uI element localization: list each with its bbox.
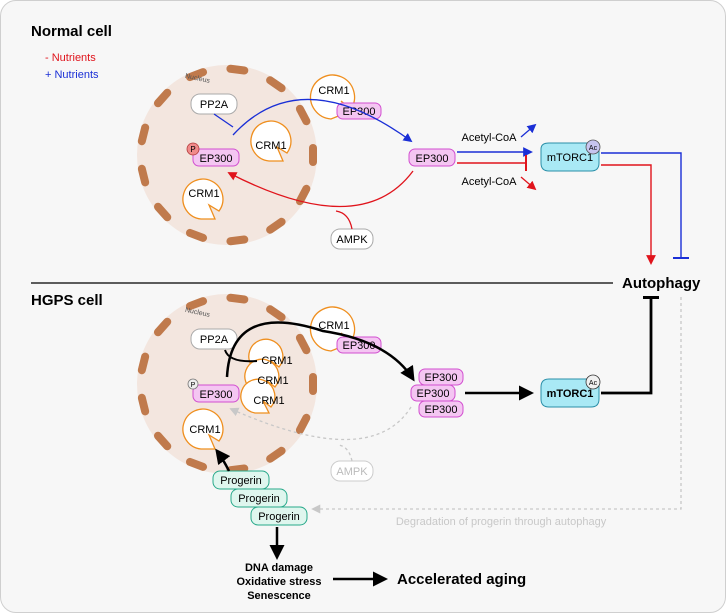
hgps-lamina-segment [185,297,208,311]
hgps-phospho-badge [187,378,199,390]
hgps-ep300-nucleus-label: EP300 [199,389,232,401]
outcome-dna-damage: DNA damage [245,562,313,574]
normal-lamina-segment [295,184,311,206]
hgps-pp2a-box [190,328,238,350]
hgps-cell-title: HGPS cell [31,292,103,309]
hgps-lamina-segment [137,393,150,416]
hgps-mtorc1-label: mTORC1 [547,388,594,400]
hgps-crm1-stack-3: CRM1 [253,395,284,407]
normal-lamina-segment [153,88,172,108]
normal-ep300-cyto-box [408,148,456,167]
hgps-ep300-stack-1: EP300 [424,372,457,384]
normal-ac-label: Ac [589,145,598,152]
hgps-ampk-label: AMPK [336,466,368,478]
hgps-crm1-side [182,408,224,450]
normal-mtorc1-activate-autophagy [601,164,656,265]
hgps-lamina-segment [226,293,249,304]
normal-lamina-segment [226,64,249,75]
normal-ac-badge [585,139,601,155]
normal-mtorc1-inhibit-autophagy [601,152,689,259]
normal-import-arrow [227,170,414,208]
normal-phospho-badge [186,142,200,156]
hgps-pp2a-label: PP2A [200,334,229,346]
legend-minus-nutrients: - Nutrients [45,52,96,64]
hgps-lamina-segment [266,305,286,322]
normal-crm1-top-label: CRM1 [318,85,349,97]
hgps-mtorc1-inhibit-autophagy [601,296,659,395]
hgps-lamina-segment [185,457,208,471]
hgps-crm1-stack-1: CRM1 [261,355,292,367]
normal-phospho-label: P [190,145,195,154]
normal-crm1-nucleus-2 [182,178,224,220]
hgps-ac-label: Ac [589,380,598,387]
normal-ampk-label: AMPK [336,234,368,246]
outcome-senescence: Senescence [247,590,311,602]
normal-pp2a-link [213,113,234,128]
normal-ampk-link [335,210,353,230]
acetyl-coa-down-arrow [520,176,537,191]
normal-ep300-nucleus-label: EP300 [199,153,232,165]
hgps-nucleus [137,293,317,475]
hgps-ac-badge [585,374,601,390]
normal-lamina-segment [266,217,286,234]
normal-mtorc1-label: mTORC1 [547,152,593,164]
progerin-stack [212,470,308,526]
hgps-lamina-segment [153,431,172,451]
normal-lamina-segment [266,76,286,93]
normal-crm1-nucleus-1-label: CRM1 [255,140,286,152]
normal-lamina-segment [309,144,317,166]
hgps-crm1-stack-2: CRM1 [257,375,288,387]
hgps-crm1-side-label: CRM1 [189,424,220,436]
hgps-ampk-link [338,444,353,462]
hgps-ep300-stack [410,368,464,418]
hgps-lamina-segment [295,333,311,355]
hgps-phospho-label: P [191,382,196,389]
normal-crm1-nucleus-2-label: CRM1 [188,188,219,200]
progerin-3: Progerin [258,511,300,523]
hgps-crm1-stack [240,338,284,414]
progerin-crm1-arrow [215,448,231,472]
normal-lamina-segment [295,104,311,126]
hgps-lamina-segment [266,446,286,463]
normal-ep300-nucleus-box [192,148,240,167]
acetyl-coa-up-label: Acetyl-CoA [461,132,517,144]
hgps-ep300-stack-3: EP300 [424,404,457,416]
outcome-oxidative-stress: Oxidative stress [237,576,322,588]
normal-cell-title: Normal cell [31,23,112,40]
autophagy-label: Autophagy [622,275,701,292]
hgps-ep300-nucleus-box [192,384,240,403]
normal-lamina-segment [137,164,150,187]
accelerated-aging-label: Accelerated aging [397,571,526,588]
normal-ep300-cyto-label: EP300 [415,153,448,165]
progerin-2: Progerin [238,493,280,505]
legend-plus-nutrients: + Nutrients [45,69,99,81]
hgps-ep300-top-label: EP300 [342,340,375,352]
degradation-arrow [311,297,682,514]
hgps-mtorc1-shape [540,378,600,408]
normal-mtorc1-shape [540,142,600,172]
normal-lamina-segment [226,235,249,246]
progerin-1: Progerin [220,475,262,487]
normal-lamina-segment [185,68,208,82]
hgps-lamina-segment [309,373,317,395]
normal-export-arrow [232,98,413,143]
normal-lamina-segment [137,123,150,146]
normal-lamina-segment [185,228,208,242]
normal-crm1-nucleus-1 [250,120,292,162]
acetyl-coa-down-label: Acetyl-CoA [461,176,517,188]
normal-lamina-segment [153,202,172,222]
hgps-pp2a-link [224,349,258,363]
hgps-export-arrow [225,321,415,382]
hgps-lamina-segment [153,317,172,337]
hgps-ep300-top-box [336,336,382,354]
hgps-ep300-stack-2: EP300 [416,388,449,400]
hgps-lamina-segment [295,413,311,435]
hgps-crm1-top-label: CRM1 [318,320,349,332]
normal-pp2a-label: PP2A [200,99,229,111]
acetyl-coa-up-arrow [520,123,537,138]
degradation-label: Degradation of progerin through autophag… [396,516,607,528]
hgps-lamina-segment [137,352,150,375]
